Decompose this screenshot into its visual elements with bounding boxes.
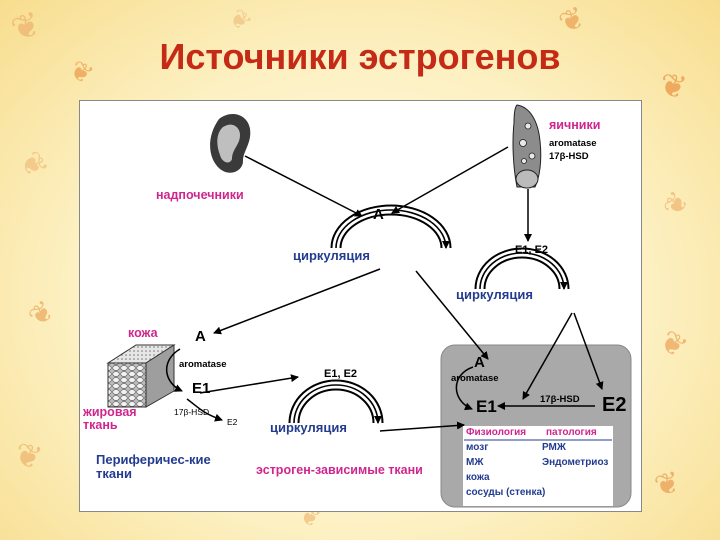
physiology-item: сосуды (стенка) xyxy=(466,487,546,498)
target-e1-symbol: E1 xyxy=(476,397,497,416)
arrow-circulation-to-target xyxy=(415,270,489,360)
periph-e2-symbol: E2 xyxy=(227,417,238,427)
arrow-ovary-to-circulation xyxy=(391,146,509,214)
target-e2-symbol: E2 xyxy=(602,394,627,416)
physiology-item: мозг xyxy=(466,442,489,453)
fat-tissue-label: жировая ткань xyxy=(83,405,137,433)
peripheral-tissues-label: Периферичес-кие ткани xyxy=(96,452,211,481)
arrow-circulation-to-skin xyxy=(213,268,381,335)
circulation-1-label: циркуляция xyxy=(293,248,370,263)
circulation-arc-1 xyxy=(330,204,452,249)
circulation-3-label: циркуляция xyxy=(270,420,347,435)
adrenal-gland-icon xyxy=(210,114,251,173)
arrow-a-to-e1-target xyxy=(455,366,474,411)
circulation-2-symbol: E1, E2 xyxy=(515,244,549,256)
circulation-arc-2 xyxy=(474,247,570,290)
diagram-panel: надпочечники яичники aromatase 17β-HSD A… xyxy=(79,100,642,512)
target-aromatase-label: aromatase xyxy=(451,373,499,384)
periph-e1-symbol: E1 xyxy=(192,380,211,397)
ovaries-label: яичники xyxy=(549,118,601,132)
target-tissue-legend-box xyxy=(463,426,613,506)
slide-title: Источники эстрогенов xyxy=(159,36,561,77)
periph-a-symbol: A xyxy=(195,328,206,345)
skin-label: кожа xyxy=(128,326,158,340)
ovary-enzyme-17b-hsd: 17β-HSD xyxy=(549,151,589,162)
pathology-header: патология xyxy=(546,427,597,438)
circulation-2-label: циркуляция xyxy=(456,287,533,302)
physiology-item: МЖ xyxy=(466,457,484,468)
arrow-circ2-to-target-e1 xyxy=(522,312,573,400)
ovary-enzyme-aromatase: aromatase xyxy=(549,138,597,149)
physiology-header: Физиология xyxy=(466,427,527,438)
arrow-a-to-e1-periph xyxy=(165,348,183,392)
arrow-e1-to-circulation xyxy=(199,374,299,394)
adrenals-label: надпочечники xyxy=(156,188,244,202)
arrows xyxy=(165,146,604,432)
estrogen-dependent-tissues-label: эстроген-зависимые ткани xyxy=(256,463,423,477)
target-hsd-label: 17β-HSD xyxy=(540,394,580,405)
physiology-item: кожа xyxy=(466,472,490,483)
arrow-e1-to-e2-periph xyxy=(186,398,223,422)
diagram-graphics xyxy=(106,104,632,508)
arrow-circ2-to-target-e2 xyxy=(573,312,604,390)
skin-fat-block-icon xyxy=(106,344,176,408)
target-a-symbol: A xyxy=(474,354,485,371)
circulation-3-symbol: E1, E2 xyxy=(324,368,358,380)
circulation-arc-3 xyxy=(288,379,384,424)
arrow-circ3-to-target xyxy=(379,421,465,432)
pathology-item: РМЖ xyxy=(542,442,566,453)
ovary-icon xyxy=(512,104,542,189)
periph-aromatase-label: aromatase xyxy=(179,359,227,370)
circulation-1-symbol: A xyxy=(373,206,384,223)
arrow-adrenal-to-circulation xyxy=(244,155,363,217)
periph-hsd-label: 17β-HSD xyxy=(174,407,210,417)
pathology-item: Эндометриоз xyxy=(542,457,609,468)
